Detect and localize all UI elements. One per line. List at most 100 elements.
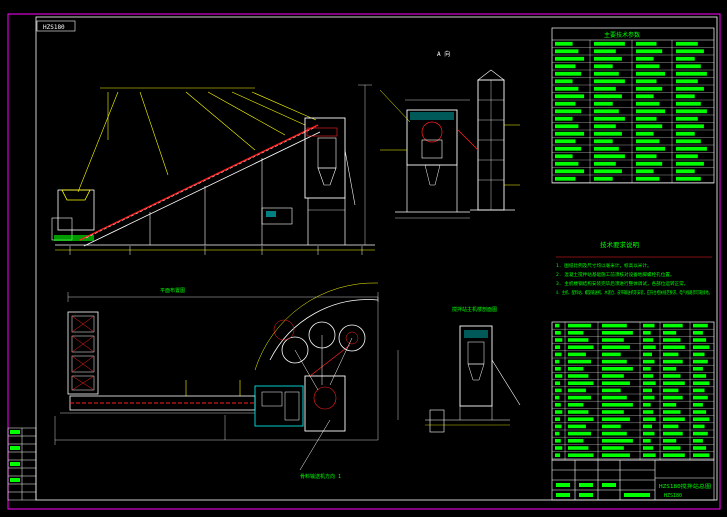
part-row-cell (693, 424, 705, 429)
param-row-cell (676, 146, 707, 151)
part-row-cell (555, 453, 561, 457)
param-row-cell (594, 131, 622, 136)
part-row-cell (568, 446, 589, 450)
part-row-cell (602, 388, 621, 393)
param-row-cell (555, 131, 585, 136)
part-row-cell (663, 424, 679, 429)
part-row-cell (663, 338, 681, 342)
part-row-cell (663, 359, 683, 364)
cement-silos (457, 69, 520, 211)
part-row-cell (555, 374, 563, 378)
param-row-cell (636, 109, 666, 114)
note-1: 1. 图纸比例及尺寸均以毫米计，标高以米计。 (556, 262, 652, 269)
left-revision-table (7, 427, 37, 501)
part-row-cell (693, 395, 708, 400)
part-row-cell (663, 417, 685, 421)
part-row-cell (568, 439, 584, 443)
param-row-cell (555, 94, 585, 99)
param-row-cell (594, 71, 619, 76)
part-row-cell (643, 338, 654, 342)
part-row-cell (555, 367, 561, 371)
part-row-cell (663, 381, 685, 385)
param-row-cell (555, 116, 573, 121)
part-row-cell (693, 388, 705, 393)
part-row-cell (663, 345, 685, 349)
part-row-cell (602, 431, 627, 436)
part-row-cell (568, 417, 594, 421)
param-row-cell (594, 79, 625, 84)
param-row-cell (676, 41, 698, 46)
part-row-cell (602, 446, 624, 450)
param-row-cell (676, 101, 701, 106)
part-row-cell (643, 403, 651, 407)
part-row-cell (568, 323, 591, 328)
param-row-cell (676, 86, 704, 91)
section-view (425, 325, 521, 433)
part-row-cell (643, 453, 656, 457)
part-row-cell (693, 403, 703, 407)
param-row-cell (594, 154, 625, 159)
part-row-cell (555, 359, 560, 364)
parts-list (551, 321, 715, 461)
part-row-cell (602, 417, 630, 421)
part-row-cell (602, 410, 624, 414)
part-row-cell (555, 338, 563, 342)
part-row-cell (568, 367, 584, 371)
part-row-cell (602, 323, 627, 328)
part-row-cell (693, 374, 707, 378)
part-row-cell (602, 367, 633, 371)
part-row-cell (568, 388, 586, 393)
plan-view-label: 平面布置图 (160, 287, 185, 294)
part-row-cell (693, 323, 708, 328)
part-row-cell (602, 439, 633, 443)
param-row-cell (676, 64, 701, 69)
part-row-cell (555, 331, 561, 335)
note-2: 2. 混凝土搅拌站基础施工前须核对设备地脚螺栓孔位置。 (556, 271, 675, 278)
notes-title: 技术要求说明 (600, 240, 640, 249)
part-row-cell (568, 395, 591, 400)
drawing-number-box (36, 20, 76, 32)
part-row-cell (568, 453, 594, 457)
part-row-cell (643, 424, 652, 429)
part-row-cell (663, 403, 677, 407)
param-row-cell (594, 146, 619, 151)
param-row-cell (636, 161, 663, 166)
part-row-cell (643, 439, 651, 443)
param-row-cell (636, 131, 654, 136)
part-row-cell (643, 446, 654, 450)
part-row-cell (568, 338, 589, 342)
part-row-cell (568, 424, 586, 429)
part-row-cell (602, 345, 630, 349)
param-row-cell (676, 154, 698, 159)
part-row-cell (663, 446, 681, 450)
param-row-cell (636, 146, 666, 151)
params-table-title: 主要技术参数 (604, 31, 640, 39)
part-row-cell (663, 367, 677, 371)
param-row-cell (555, 161, 579, 166)
param-row-cell (555, 169, 585, 174)
part-row-cell (643, 331, 651, 335)
part-row-cell (663, 395, 683, 400)
part-row-cell (643, 388, 652, 393)
part-row-cell (568, 352, 586, 357)
plan-view (54, 282, 399, 471)
part-row-cell (555, 352, 562, 357)
param-row-cell (594, 64, 613, 69)
part-row-cell (568, 431, 591, 436)
param-row-cell (676, 56, 695, 61)
elevation-view (51, 84, 375, 255)
section-view-label: 搅拌站主机楼剖面图 (452, 306, 497, 313)
part-row-cell (602, 453, 630, 457)
note-3: 3. 主机楼钢结构安装完毕后须进行整体调试，各部位运转正常。 (556, 280, 688, 287)
part-row-cell (555, 403, 561, 407)
param-row-cell (555, 124, 579, 129)
part-row-cell (663, 388, 679, 393)
plan-direction-label: 骨料输送机方向 1 (300, 473, 341, 480)
param-row-cell (555, 49, 579, 54)
param-row-cell (636, 49, 663, 54)
part-row-cell (568, 359, 591, 364)
param-row-cell (636, 94, 654, 99)
param-row-cell (636, 116, 657, 121)
param-row-cell (594, 109, 619, 114)
